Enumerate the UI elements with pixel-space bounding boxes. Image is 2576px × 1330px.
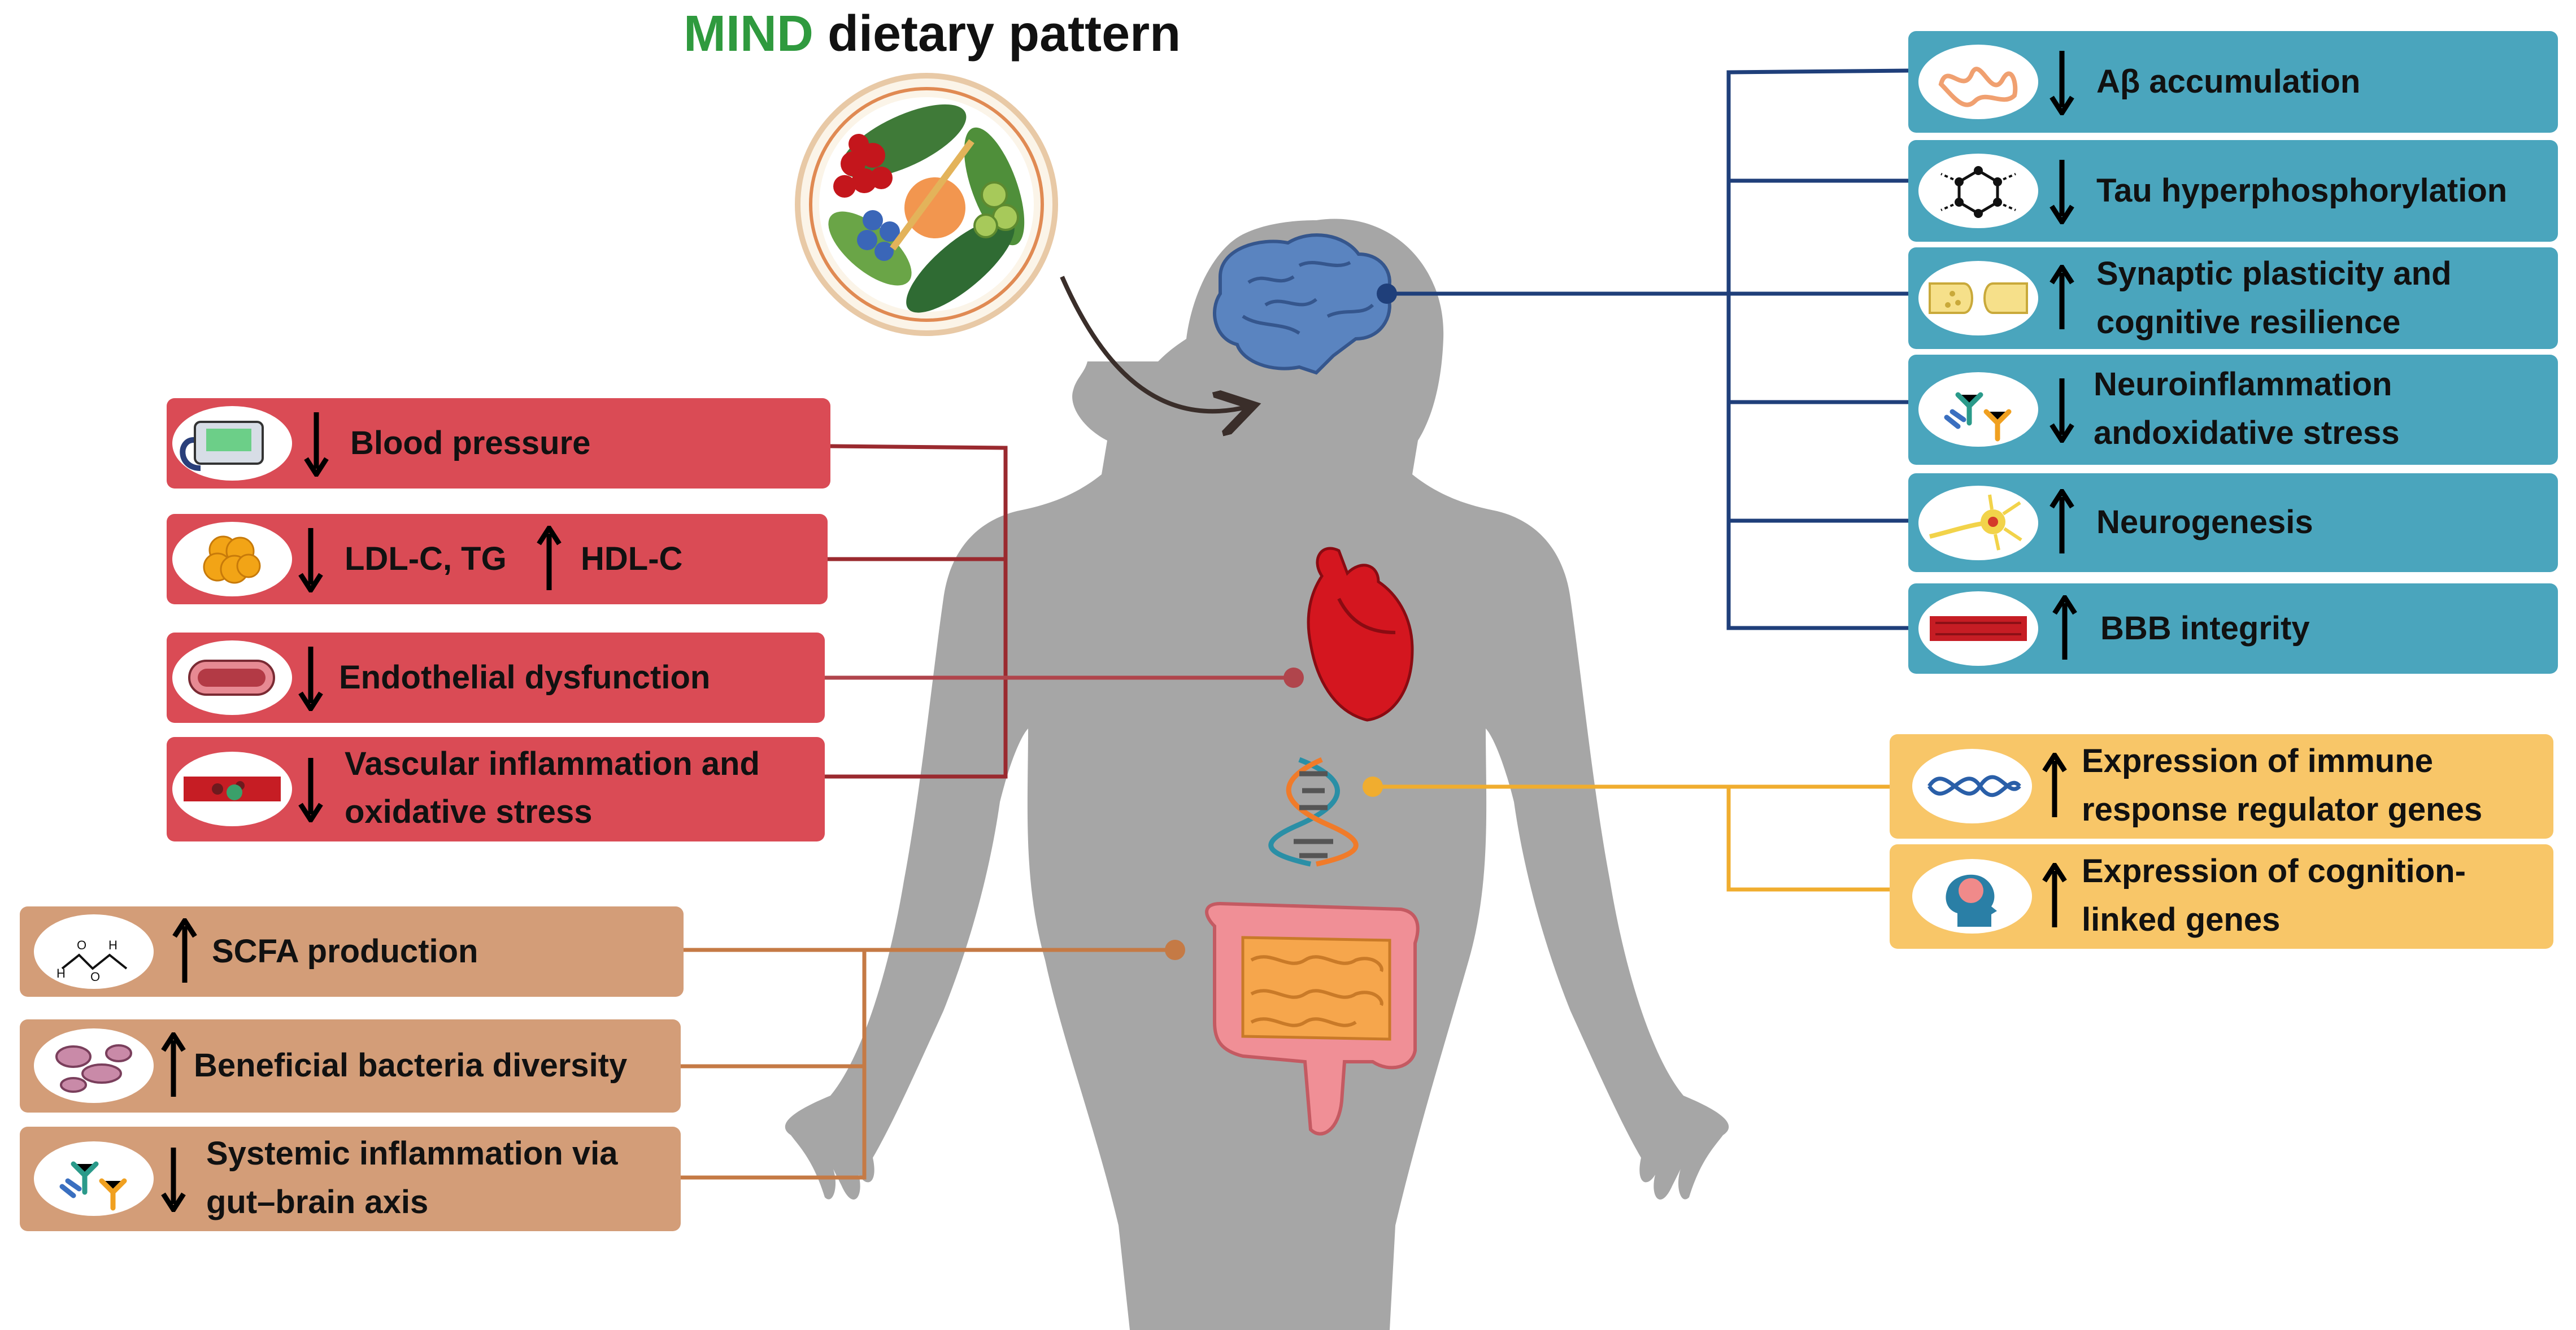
neuron-icon xyxy=(1918,486,2038,560)
up-arrow-icon xyxy=(172,918,197,985)
heart-organ xyxy=(1307,547,1414,722)
effect-label-line1: Neuroinflammation xyxy=(2094,366,2392,403)
synapse-icon xyxy=(1918,261,2038,335)
effect-label: SCFA production xyxy=(212,933,478,970)
dna-organ xyxy=(1268,757,1359,867)
head-brain-icon xyxy=(1912,859,2032,934)
cardio-effect-blood-pressure: Blood pressure xyxy=(167,398,830,489)
food-plate-illustration xyxy=(795,73,1058,336)
gut-effect-bacteria: Beneficial bacteria diversity xyxy=(20,1019,681,1113)
brain-effect-neuroinflammation: Neuroinflammation andoxidative stress xyxy=(1908,355,2558,465)
effect-label-line2: cognitive resilience xyxy=(2096,304,2401,341)
dna-connector-dot xyxy=(1363,777,1383,797)
cardio-effect-vascular-inflammation: Vascular inflammation and oxidative stre… xyxy=(167,737,825,841)
down-arrow-icon xyxy=(161,1145,186,1212)
effect-label: Aβ accumulation xyxy=(2096,63,2361,100)
down-arrow-icon xyxy=(2050,376,2074,443)
svg-text:O: O xyxy=(77,938,86,952)
down-arrow-icon xyxy=(2050,49,2074,115)
gene-connectors xyxy=(1373,784,1892,892)
cardio-effect-lipids: LDL-C, TG HDL-C xyxy=(167,514,828,604)
effect-label: Beneficial bacteria diversity xyxy=(194,1047,628,1084)
effect-label-line1: Vascular inflammation and xyxy=(345,745,760,782)
inflamed-vessel-icon xyxy=(172,752,292,826)
heart-connector-dot xyxy=(1283,668,1304,688)
down-arrow-icon xyxy=(2050,158,2074,224)
brain-effect-bbb: BBB integrity xyxy=(1908,583,2558,674)
up-arrow-icon xyxy=(2042,863,2067,930)
effect-label: Tau hyperphosphorylation xyxy=(2096,172,2508,209)
blood-vessel-icon xyxy=(1918,591,2038,666)
down-arrow-icon xyxy=(298,526,323,592)
svg-text:H: H xyxy=(56,966,66,980)
svg-text:H: H xyxy=(108,938,118,952)
cardio-connectors xyxy=(825,444,1294,779)
effect-label-line1: Systemic inflammation via xyxy=(206,1135,618,1172)
effect-label: Blood pressure xyxy=(350,425,591,461)
effect-label-line1: Expression of immune xyxy=(2082,743,2434,779)
brain-connector-dot xyxy=(1377,284,1397,304)
brain-effect-tau: Tau hyperphosphorylation xyxy=(1908,140,2558,242)
gut-connectors xyxy=(681,948,1175,1180)
fat-cells-icon xyxy=(172,522,292,596)
brain-connectors xyxy=(1387,68,1910,630)
up-arrow-icon xyxy=(2050,265,2074,332)
effect-label-line2: linked genes xyxy=(2082,901,2281,938)
dna-helix-icon xyxy=(1912,749,2032,823)
effect-label-line1: Expression of cognition- xyxy=(2082,853,2466,889)
blood-vessel-icon xyxy=(172,640,292,715)
diagram-title: MIND dietary pattern xyxy=(684,3,1181,65)
up-arrow-icon xyxy=(2042,753,2067,819)
intestine-organ xyxy=(1205,901,1420,1136)
svg-text:O: O xyxy=(90,970,100,984)
effect-label-line2: andoxidative stress xyxy=(2094,415,2400,451)
antibody-icon xyxy=(1918,372,2038,447)
cardio-effect-endothelial: Endothelial dysfunction xyxy=(167,633,825,723)
up-arrow-icon xyxy=(2050,489,2074,556)
gut-connector-dot xyxy=(1165,940,1185,960)
molecule-icon xyxy=(1918,154,2038,228)
amyloid-protein-icon xyxy=(1918,45,2038,119)
down-arrow-icon xyxy=(298,644,323,711)
effect-label-line1: Synaptic plasticity and xyxy=(2096,255,2452,292)
bacteria-icon xyxy=(34,1028,154,1103)
brain-effect-synaptic: Synaptic plasticity and cognitive resili… xyxy=(1908,247,2558,349)
title-accent: MIND xyxy=(684,6,813,62)
gut-effect-systemic-inflammation: Systemic inflammation via gut–brain axis xyxy=(20,1127,681,1231)
effect-label: BBB integrity xyxy=(2100,610,2310,647)
intake-arrow xyxy=(1060,276,1248,411)
up-arrow-icon xyxy=(2052,595,2077,662)
antibody-icon xyxy=(34,1141,154,1216)
down-arrow-icon xyxy=(304,410,329,477)
brain-effect-abeta: Aβ accumulation xyxy=(1908,31,2558,133)
effect-label-line2: gut–brain axis xyxy=(206,1184,429,1220)
human-silhouette xyxy=(785,219,1729,1330)
title-rest: dietary pattern xyxy=(813,6,1181,62)
up-arrow-icon xyxy=(161,1032,186,1099)
effect-label: Endothelial dysfunction xyxy=(339,659,711,696)
gene-effect-cognition: Expression of cognition- linked genes xyxy=(1890,844,2553,949)
effect-label-secondary: HDL-C xyxy=(581,540,683,577)
up-arrow-icon xyxy=(537,526,562,592)
effect-label: LDL-C, TG xyxy=(345,540,507,577)
effect-label: Neurogenesis xyxy=(2096,504,2313,540)
gene-effect-immune: Expression of immune response regulator … xyxy=(1890,734,2553,839)
down-arrow-icon xyxy=(298,756,323,822)
effect-label-line2: response regulator genes xyxy=(2082,791,2483,828)
blood-pressure-monitor-icon xyxy=(172,406,292,481)
effect-label-line2: oxidative stress xyxy=(345,793,593,830)
brain-effect-neurogenesis: Neurogenesis xyxy=(1908,473,2558,572)
